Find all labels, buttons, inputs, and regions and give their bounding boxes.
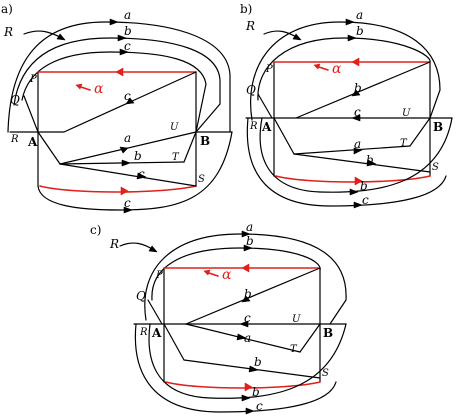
panel-b-label-A: A <box>261 120 272 134</box>
panel-a-loop-b <box>13 37 221 133</box>
panel-c-alpha: α <box>222 267 232 283</box>
panel-b-label-b-mid: b <box>366 153 374 167</box>
panel-b-label-T: T <box>400 138 408 149</box>
panel-a-A-down <box>37 131 61 165</box>
panel-a-loop-c <box>21 51 207 133</box>
panel-a-label-B: B <box>200 134 210 148</box>
panel-c-loop-a <box>144 233 347 325</box>
panel-a-T-edge <box>183 131 197 163</box>
panel-c-red-bottom <box>165 381 321 389</box>
panel-c-Q-edge <box>147 299 163 325</box>
panel-a-alpha: α <box>94 81 104 97</box>
panel-b-label-R: R <box>245 19 255 33</box>
panel-a-fan-c <box>59 163 197 187</box>
panel-c-label-b-bot: b <box>252 385 260 399</box>
panel-a-label-T: T <box>172 152 180 163</box>
panel-c-A-down <box>163 323 185 361</box>
panel-c-label-T: T <box>290 344 298 355</box>
panel-b-tag: b) <box>240 2 252 16</box>
panel-c-label-R: R <box>109 237 119 251</box>
panel-b-label-b-top: b <box>356 24 364 38</box>
panel-b-label-R-small: R <box>249 121 258 132</box>
panel-a-label-U: U <box>170 122 179 133</box>
panel-b-loop-b <box>257 37 431 101</box>
panel-c-label-c-mid: c <box>244 311 251 325</box>
panel-b-loop-a <box>250 21 441 121</box>
panel-a-tag: a) <box>1 2 13 16</box>
panel-c-tag: c) <box>90 223 101 237</box>
panel-b-label-P: P <box>265 64 273 75</box>
panel-c-label-b-mid: b <box>254 355 262 369</box>
panel-a-loop-a <box>7 21 231 133</box>
panel-b-label-S: S <box>432 162 439 173</box>
panel-a-arrow-c <box>119 48 129 56</box>
panel-b-label-c-mid: c <box>354 105 361 119</box>
panel-c-label-S: S <box>322 368 329 379</box>
panel-b-alpha: α <box>332 61 342 77</box>
panel-a-arrow-a <box>109 18 119 26</box>
panel-b-label-c-bot: c <box>362 193 369 207</box>
panel-b-loop-bottom-b <box>259 117 453 193</box>
panel-c-label-b-top: b <box>246 234 254 248</box>
panel-c-loop-bottom-b <box>148 323 347 399</box>
panel-c-R-pointer <box>119 242 155 251</box>
panel-a-label-a-mid: a <box>124 131 131 145</box>
panel-a-label-b-mid: b <box>134 149 142 163</box>
panel-a-label-S: S <box>198 174 205 185</box>
panel-b-diag-b <box>295 61 431 119</box>
panel-c-diag-b <box>185 267 321 325</box>
panel-c-label-b-diag: b <box>244 287 252 301</box>
panel-b: b) α R a b P Q b <box>240 2 453 209</box>
panel-c-label-P: P <box>155 270 163 281</box>
panel-a-label-c-diag: c <box>124 89 131 103</box>
panel-a-label-Q: Q <box>10 93 20 107</box>
panel-b-label-Q: Q <box>246 83 256 97</box>
panel-c-label-R-small: R <box>139 327 148 338</box>
panel-b-fan-b <box>293 153 431 173</box>
panel-b-A-down <box>273 117 295 155</box>
panel-c-label-Q: Q <box>136 289 146 303</box>
panel-c-label-a-top: a <box>246 220 253 234</box>
panel-b-label-b-bot: b <box>360 179 368 193</box>
panel-b-T-edge <box>409 117 431 147</box>
panel-c-label-U: U <box>292 314 301 325</box>
panel-b-R-pointer <box>263 30 299 39</box>
panel-b-label-B: B <box>433 120 443 134</box>
panel-a-label-b-top: b <box>124 24 132 38</box>
panel-a-red-bottom <box>39 185 197 193</box>
panel-a-label-c-mid: c <box>138 167 145 181</box>
panel-b-loop-bottom-c <box>246 117 447 207</box>
panel-c-loop-bottom-c <box>134 323 337 413</box>
panel-b-Q-edge <box>257 93 273 119</box>
panel-c-loop-b <box>151 247 321 301</box>
panel-a: a) α <box>1 2 233 214</box>
panel-a-label-A: A <box>27 135 38 149</box>
panel-c-label-c-bot: c <box>256 399 263 413</box>
panel-c-T-edge <box>299 323 321 353</box>
panel-b-label-a-top: a <box>356 8 363 22</box>
panel-a-label-P: P <box>29 74 37 85</box>
panel-c-label-a-mid: a <box>244 331 251 345</box>
panel-b-red-bottom <box>275 175 431 183</box>
panel-b-fan-a <box>293 145 411 155</box>
panel-a-label-c-top: c <box>124 39 131 53</box>
panel-c-label-A: A <box>151 326 162 340</box>
panel-a-arrow-b <box>117 34 127 42</box>
panel-a-label-R-small: R <box>10 134 19 145</box>
panel-c: c) α R a b P Q b <box>90 220 347 415</box>
panel-c-label-B: B <box>323 326 333 340</box>
panel-b-label-b-diag: b <box>354 81 362 95</box>
panel-a-Q-edge <box>23 95 39 133</box>
panel-a-label-c-bot: c <box>124 196 131 210</box>
panel-a-label-a-top: a <box>124 8 131 22</box>
panel-b-label-U: U <box>402 108 411 119</box>
panel-a-label-R: R <box>3 25 13 39</box>
panel-b-label-a-mid: a <box>354 137 361 151</box>
